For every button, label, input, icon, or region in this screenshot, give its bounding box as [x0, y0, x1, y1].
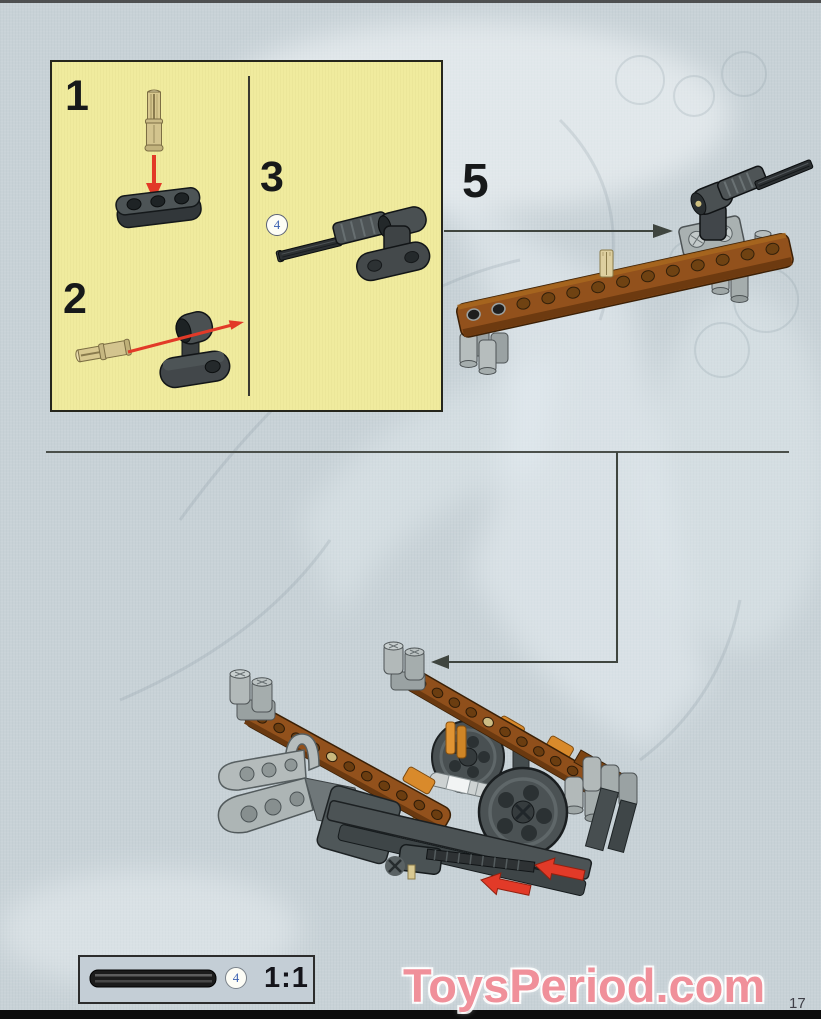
axle-pin-icon	[75, 338, 132, 363]
scale-box: 4 1:1	[78, 955, 315, 1004]
page-number: 17	[789, 995, 806, 1012]
scale-callout: 4	[225, 967, 247, 989]
step-2-illustration	[75, 311, 244, 389]
step-5-assembly	[455, 159, 814, 375]
connector-cylinders-left	[459, 325, 509, 375]
inset-panel: 1 2 3 4	[50, 60, 443, 412]
tan-axle-peg	[599, 249, 614, 278]
angle-connector-icon	[356, 206, 431, 282]
slide-arrow-icon	[480, 872, 532, 896]
step-5-number: 5	[462, 155, 489, 208]
axle-pin-icon	[144, 89, 164, 152]
insert-arrow-icon	[127, 320, 244, 354]
step-3-number: 3	[260, 153, 284, 201]
slide-arrow-icon	[534, 857, 586, 881]
inset-panel-divider	[248, 76, 250, 396]
step-3-part-callout: 4	[266, 214, 288, 236]
step-2-number: 2	[63, 275, 87, 323]
step-3-illustration	[275, 206, 431, 282]
ribbed-axle	[385, 843, 536, 880]
pin-joiner-icon	[159, 311, 231, 389]
black-axle-icon	[275, 236, 343, 263]
bottom-border-bar	[0, 1010, 821, 1019]
top-border-line	[0, 0, 821, 3]
connector-stack-left	[229, 669, 276, 721]
step-3-part-count: 4	[273, 217, 281, 232]
step-1-illustration	[115, 89, 202, 229]
connector-stack-top	[383, 641, 426, 691]
ribbed-connector	[717, 165, 768, 201]
angle-connector	[690, 181, 734, 241]
front-wheel	[477, 766, 569, 858]
site-watermark: ToysPeriod.com	[403, 959, 766, 1012]
main-assembly	[217, 641, 638, 896]
step-1-number: 1	[65, 72, 89, 120]
axle-1to1-drawing	[89, 969, 217, 988]
black-axle	[754, 159, 814, 191]
brown-beam-16	[455, 232, 794, 338]
scale-part-count: 4	[232, 970, 240, 985]
base-frame	[316, 785, 638, 896]
beam-3-hole-icon	[115, 187, 202, 229]
scale-label: 1:1	[264, 962, 309, 994]
